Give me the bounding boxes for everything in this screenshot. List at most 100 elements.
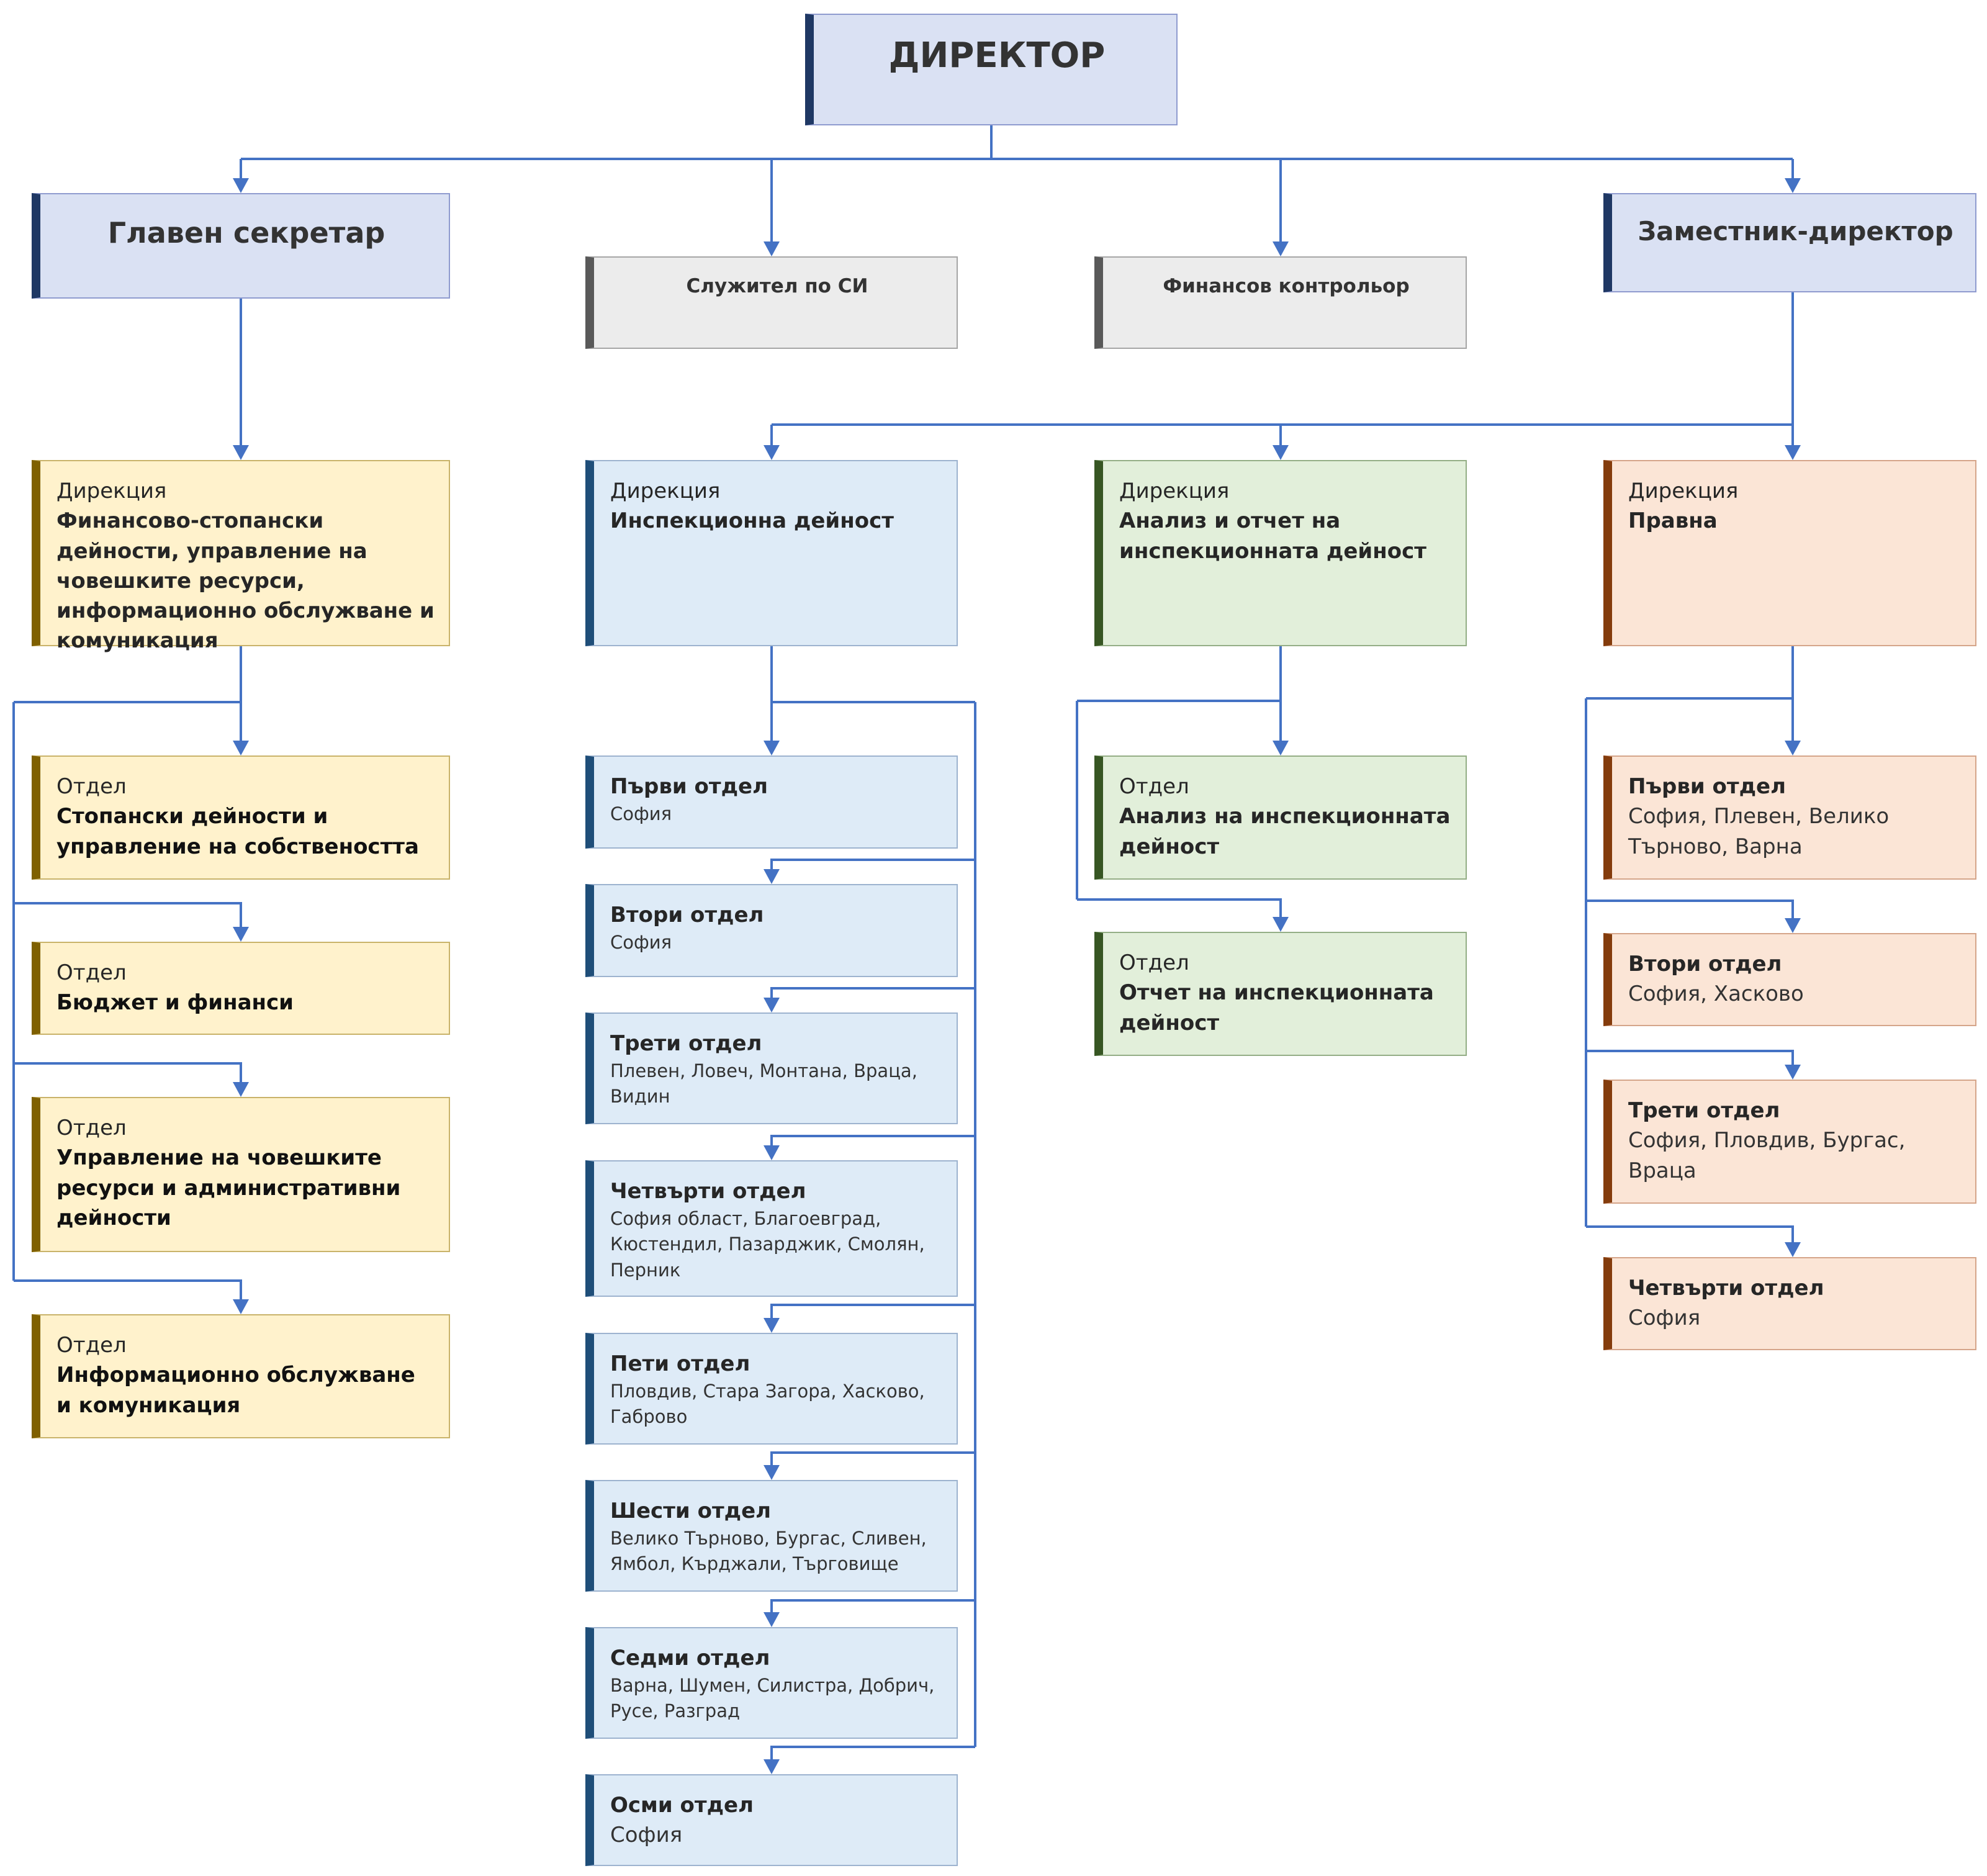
department-prefix: Отдел — [56, 1333, 127, 1358]
legal-department: Трети отдел София, Пловдив, Бургас, Врац… — [1603, 1080, 1976, 1204]
analysis-department: Отдел Анализ на инспекционната дейност — [1094, 755, 1467, 880]
arrowhead-icon — [764, 869, 780, 884]
directorate-name: Финансово-стопански дейности, управление… — [56, 508, 435, 654]
arrowhead-icon — [233, 1082, 249, 1097]
department-name: Втори отдел — [1628, 952, 1782, 976]
legal-department: Втори отдел София, Хасково — [1603, 933, 1976, 1026]
arrowhead-icon — [1273, 917, 1289, 932]
department-prefix: Отдел — [1119, 774, 1189, 799]
directorate-prefix: Дирекция — [56, 479, 167, 503]
arrowhead-icon — [1785, 178, 1801, 193]
arrowhead-icon — [764, 741, 780, 755]
department-regions: София, Плевен, Велико Търново, Варна — [1628, 804, 1890, 859]
department-name: Анализ на инспекционната дейност — [1119, 804, 1451, 859]
connector-line — [770, 859, 975, 870]
finance-department: Отдел Бюджет и финанси — [32, 942, 450, 1035]
si-officer-box: Служител по СИ — [585, 256, 958, 349]
department-name: Седми отдел — [610, 1646, 770, 1671]
arrowhead-icon — [764, 1612, 780, 1627]
department-prefix: Отдел — [1119, 950, 1189, 975]
inspection-department: Осми отдел София — [585, 1774, 958, 1866]
deputy-director-label: Заместник-директор — [1638, 216, 1953, 246]
department-name: Отчет на инспекционната дейност — [1119, 980, 1434, 1035]
department-regions: Велико Търново, Бургас, Сливен, Ямбол, К… — [610, 1528, 927, 1575]
finance-department: Отдел Информационно обслужване и комуник… — [32, 1314, 450, 1438]
department-name: Трети отдел — [1628, 1098, 1780, 1123]
chief-secretary-box: Главен секретар — [32, 193, 450, 299]
department-name: Информационно обслужване и комуникация — [56, 1363, 415, 1418]
department-name: Стопански дейности и управление на собст… — [56, 804, 419, 859]
department-regions: София — [610, 932, 672, 954]
directorate-name: Анализ и отчет на инспекционната дейност — [1119, 508, 1426, 564]
arrowhead-icon — [1785, 1242, 1801, 1257]
inspection-department: Шести отдел Велико Търново, Бургас, Слив… — [585, 1480, 958, 1592]
department-regions: София — [610, 1823, 683, 1848]
connector-line — [14, 902, 242, 928]
arrowhead-icon — [1273, 741, 1289, 755]
department-name: Осми отдел — [610, 1793, 754, 1818]
finance-department: Отдел Управление на човешките ресурси и … — [32, 1097, 450, 1252]
arrowhead-icon — [764, 1318, 780, 1333]
directorate-prefix: Дирекция — [1628, 479, 1739, 503]
department-prefix: Отдел — [56, 774, 127, 799]
inspection-department: Трети отдел Плевен, Ловеч, Монтана, Врац… — [585, 1012, 958, 1124]
si-officer-label: Служител по СИ — [686, 275, 868, 297]
inspection-department: Пети отдел Пловдив, Стара Загора, Хасков… — [585, 1333, 958, 1445]
arrowhead-icon — [764, 445, 780, 460]
department-name: Управление на човешките ресурси и админи… — [56, 1145, 401, 1230]
arrowhead-icon — [764, 1759, 780, 1774]
directorate-finance: Дирекция Финансово-стопански дейности, у… — [32, 460, 450, 653]
connector-line — [770, 1746, 975, 1761]
inspection-department: Четвърти отдел София област, Благоевград… — [585, 1160, 958, 1297]
directorate-analysis: Дирекция Анализ и отчет на инспекционнат… — [1094, 460, 1467, 646]
connector-line — [770, 1451, 975, 1466]
connector-line — [770, 1304, 975, 1319]
arrowhead-icon — [233, 445, 249, 460]
analysis-department: Отдел Отчет на инспекционната дейност — [1094, 932, 1467, 1056]
finance-department: Отдел Стопански дейности и управление на… — [32, 755, 450, 880]
arrowhead-icon — [1785, 1065, 1801, 1080]
arrowhead-icon — [233, 178, 249, 193]
directorate-prefix: Дирекция — [1119, 479, 1230, 503]
director-label: ДИРЕКТОР — [888, 35, 1106, 76]
inspection-department: Седми отдел Варна, Шумен, Силистра, Добр… — [585, 1627, 958, 1739]
department-name: Първи отдел — [1628, 774, 1786, 799]
department-regions: София — [610, 803, 672, 825]
department-regions: София, Пловдив, Бургас, Враца — [1628, 1128, 1906, 1183]
connector-line — [770, 1135, 975, 1147]
director-box: ДИРЕКТОР — [805, 14, 1178, 125]
directorate-name: Инспекционна дейност — [610, 508, 894, 534]
legal-department: Първи отдел София, Плевен, Велико Търнов… — [1603, 755, 1976, 880]
department-name: Бюджет и финанси — [56, 990, 294, 1016]
arrowhead-icon — [1785, 741, 1801, 755]
department-regions: Пловдив, Стара Загора, Хасково, Габрово — [610, 1381, 925, 1428]
directorate-prefix: Дирекция — [610, 479, 721, 503]
financial-controller-label: Финансов контрольор — [1163, 275, 1410, 297]
inspection-department: Първи отдел София — [585, 755, 958, 849]
arrowhead-icon — [764, 241, 780, 256]
arrowhead-icon — [233, 927, 249, 942]
arrowhead-icon — [764, 1145, 780, 1160]
department-regions: Варна, Шумен, Силистра, Добрич, Русе, Ра… — [610, 1675, 935, 1722]
inspection-department: Втори отдел София — [585, 884, 958, 977]
connector-line — [14, 1062, 242, 1083]
arrowhead-icon — [764, 998, 780, 1012]
directorate-legal: Дирекция Правна — [1603, 460, 1976, 646]
department-regions: София област, Благоевград, Кюстендил, Па… — [610, 1208, 925, 1281]
department-name: Четвърти отдел — [1628, 1276, 1824, 1301]
legal-department: Четвърти отдел София — [1603, 1257, 1976, 1350]
department-name: Трети отдел — [610, 1031, 762, 1056]
connector-line — [770, 987, 975, 999]
connector-line — [1586, 900, 1794, 919]
department-name: Четвърти отдел — [610, 1179, 806, 1204]
deputy-director-box: Заместник-директор — [1603, 193, 1976, 292]
department-regions: Плевен, Ловеч, Монтана, Враца, Видин — [610, 1060, 917, 1107]
directorate-name: Правна — [1628, 508, 1718, 534]
department-prefix: Отдел — [56, 960, 127, 985]
department-name: Втори отдел — [610, 903, 764, 927]
arrowhead-icon — [1273, 445, 1289, 460]
arrowhead-icon — [1785, 445, 1801, 460]
connector-line — [14, 1279, 242, 1301]
